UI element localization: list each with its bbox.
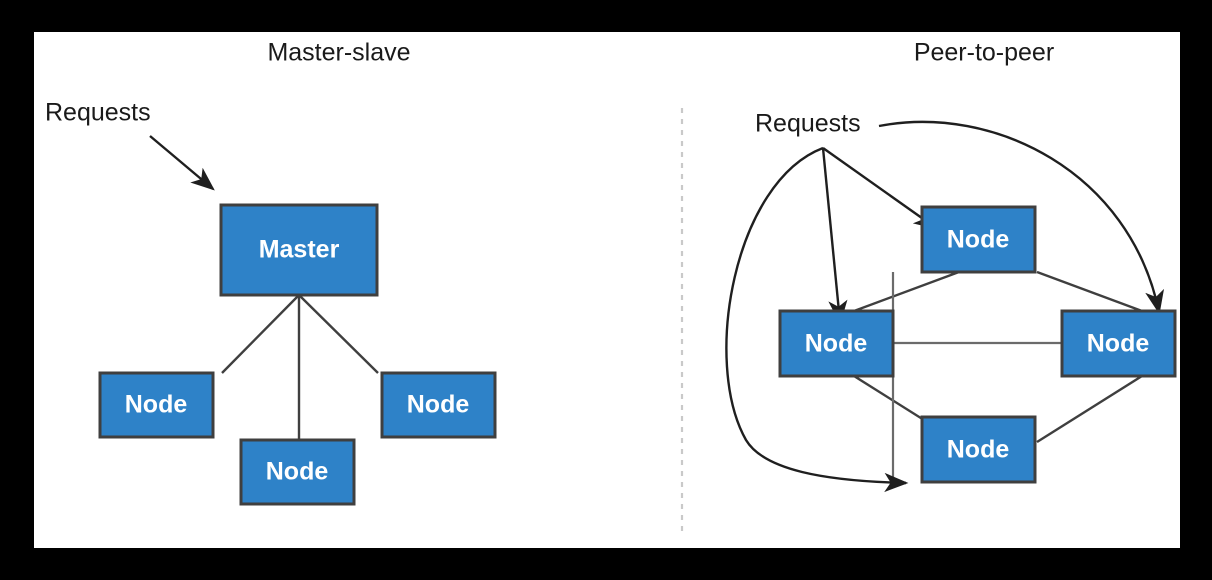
right-panel-node-top-label: Node (947, 226, 1010, 254)
edge-right-to-bottom (1036, 374, 1143, 444)
panel-peer-to-peer: Peer-to-peer Requests (725, 39, 1177, 493)
edge-top-to-right (1036, 270, 1143, 313)
right-panel-title: Peer-to-peer (914, 39, 1054, 67)
right-panel-node-left-label: Node (805, 330, 868, 358)
edge-master-to-node-left (221, 294, 300, 374)
right-requests-arrow-to-top-node (822, 147, 938, 230)
master-node-label: Master (259, 236, 340, 264)
right-requests-label: Requests (755, 110, 861, 138)
right-panel-node-top[interactable]: Node (920, 205, 1037, 274)
right-requests-arrow-to-bottom-node (725, 146, 909, 493)
left-panel-node-2-label: Node (266, 458, 329, 486)
right-panel-node-left-box (778, 309, 895, 378)
right-panel-node-bottom[interactable]: Node (920, 415, 1037, 484)
left-panel-node-1-label: Node (125, 391, 188, 419)
left-panel-node-1-box (98, 371, 215, 439)
right-requests-arrow-to-right-node (878, 120, 1164, 315)
right-panel-node-right-label: Node (1087, 330, 1150, 358)
left-requests-label: Requests (45, 99, 151, 127)
left-panel-node-3[interactable]: Node (380, 371, 497, 439)
right-panel-node-right[interactable]: Node (1060, 309, 1177, 378)
edge-master-to-node-right (298, 294, 379, 374)
right-panel-node-bottom-box (920, 415, 1037, 484)
left-panel-node-2-box (239, 438, 356, 506)
edge-top-to-left (853, 270, 960, 313)
master-node-box (219, 203, 379, 297)
right-panel-node-right-box (1060, 309, 1177, 378)
right-panel-node-bottom-label: Node (947, 436, 1010, 464)
diagram-canvas: Master-slave Requests Master Node (34, 32, 1180, 548)
left-requests-arrow (149, 135, 215, 191)
panel-master-slave: Master-slave Requests Master Node (45, 39, 497, 506)
right-panel-node-top-box (920, 205, 1037, 274)
left-panel-node-2[interactable]: Node (239, 438, 356, 506)
right-panel-node-left[interactable]: Node (778, 309, 895, 378)
left-panel-node-1[interactable]: Node (98, 371, 215, 439)
master-node[interactable]: Master (219, 203, 379, 297)
architecture-diagram-svg: Master-slave Requests Master Node (45, 39, 1177, 532)
left-panel-title: Master-slave (267, 39, 410, 67)
right-requests-arrow-to-left-node (821, 147, 848, 325)
left-panel-node-3-box (380, 371, 497, 439)
left-panel-node-3-label: Node (407, 391, 470, 419)
